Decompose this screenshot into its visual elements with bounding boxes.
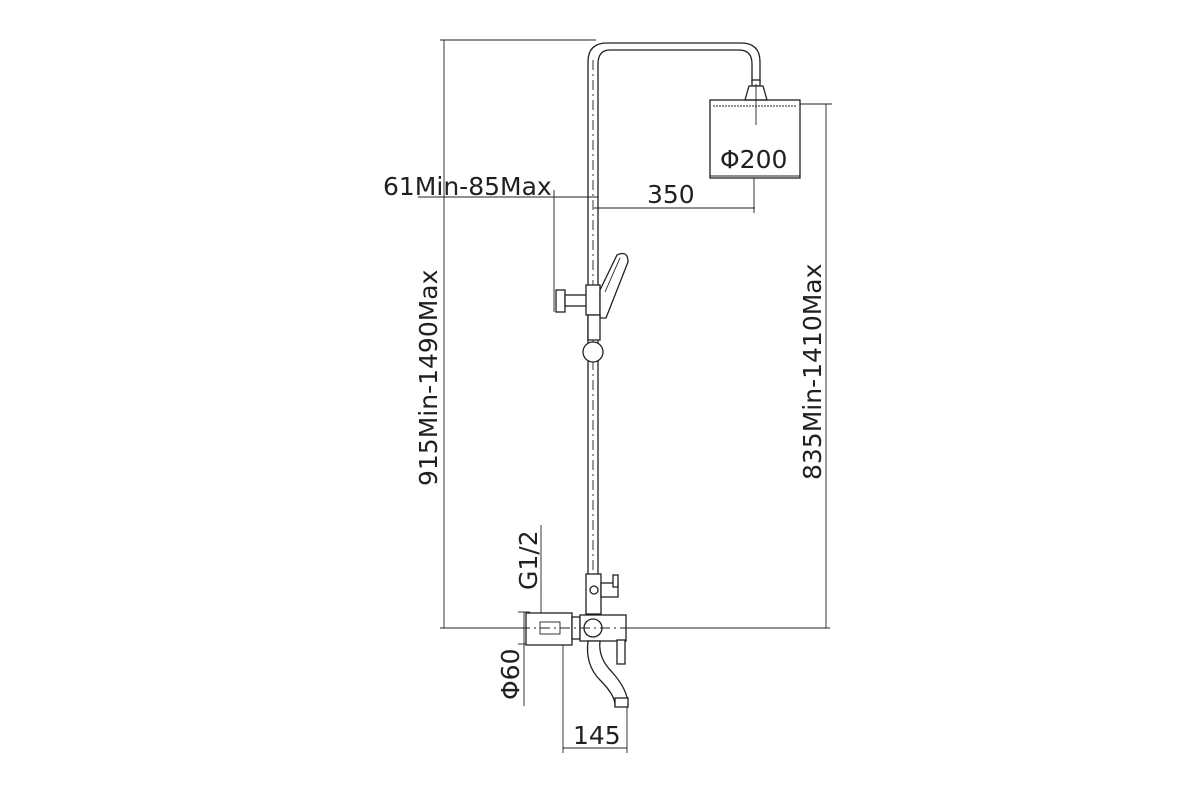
riser-pipe <box>587 42 761 575</box>
flange-diameter-label: Φ60 <box>496 649 525 701</box>
flange-diameter-dimension: Φ60 <box>496 611 530 706</box>
overall-height-dimension: 915Min-1490Max <box>414 39 830 629</box>
overall-height-label: 915Min-1490Max <box>414 270 443 486</box>
spout-length-label: 145 <box>573 721 621 750</box>
holder-offset-dimension: 61Min-85Max <box>383 172 598 312</box>
head-diameter-dimension: Φ200 <box>710 145 800 177</box>
rain-shower-head <box>709 79 801 179</box>
spout-length-dimension: 145 <box>562 628 628 753</box>
holder-offset-label: 61Min-85Max <box>383 172 552 201</box>
hand-shower-holder <box>555 252 629 363</box>
arm-length-dimension: 350 <box>594 178 755 213</box>
inlet-thread-label: G1/2 <box>514 530 543 590</box>
head-height-dimension: 835Min-1410Max <box>798 103 832 628</box>
head-height-label: 835Min-1410Max <box>798 264 827 480</box>
bath-mixer <box>500 612 640 708</box>
diverter <box>585 573 619 615</box>
head-diameter-label: Φ200 <box>720 145 787 174</box>
arm-length-label: 350 <box>647 180 695 209</box>
